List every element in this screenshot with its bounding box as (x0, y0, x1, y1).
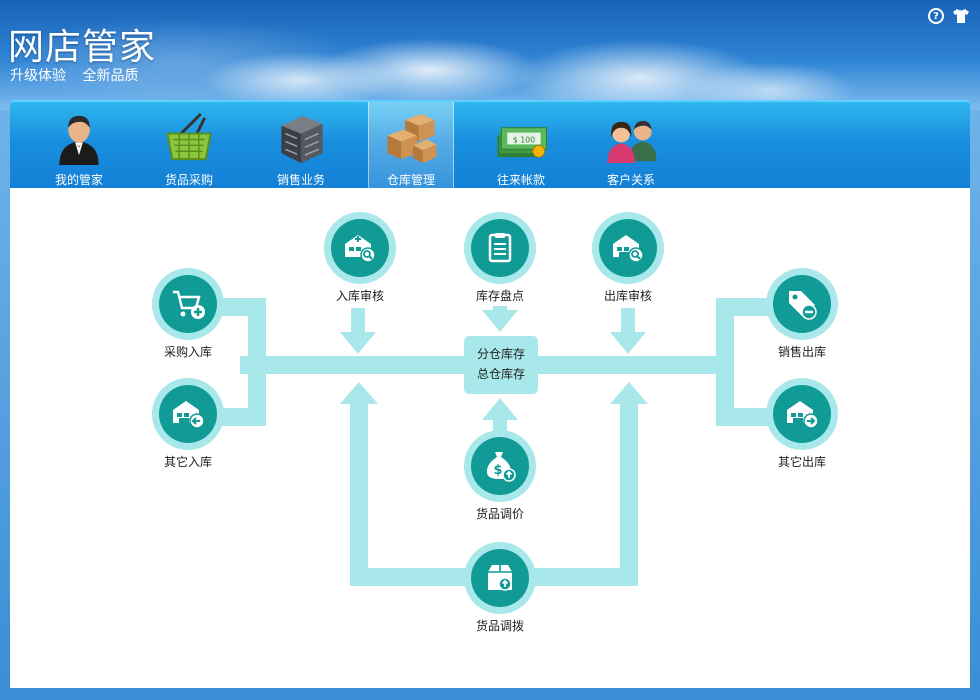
node-in-audit[interactable]: 入库审核 (312, 212, 408, 304)
node-label: 其它出库 (777, 455, 826, 469)
cart-add-icon (173, 290, 205, 319)
main-toolbar: 我的管家 货品采购 销售业务 (10, 100, 970, 188)
boxes-icon (387, 113, 437, 164)
node-price-adjust[interactable]: $ 货品调价 (452, 430, 548, 522)
node-label: 其它入库 (163, 455, 212, 469)
node-stocktake[interactable]: 库存盘点 (452, 212, 548, 304)
inventory-center-box[interactable]: 分仓库存 总仓库存 (464, 336, 538, 394)
customers-icon (607, 120, 657, 164)
tab-my-butler[interactable]: 我的管家 (36, 102, 122, 188)
clipboard-icon (488, 233, 512, 263)
tab-purchase[interactable]: 货品采购 (146, 102, 232, 188)
warehouse-search-icon (345, 235, 376, 263)
tag-remove-icon (789, 291, 817, 320)
branch-inventory-label[interactable]: 分仓库存 (476, 347, 525, 361)
node-transfer[interactable]: 货品调拨 (452, 542, 548, 634)
warehouse-in-icon (173, 401, 205, 429)
box-transfer-icon (488, 565, 512, 591)
node-label: 货品调价 (475, 507, 524, 521)
window-controls: ? (928, 8, 970, 24)
warehouse-out-icon (787, 401, 819, 429)
basket-icon (166, 112, 212, 161)
tab-label: 仓库管理 (386, 173, 435, 187)
node-label: 库存盘点 (475, 289, 524, 303)
subtitle-quality: 全新品质 (82, 68, 139, 84)
node-label: 采购入库 (163, 345, 212, 359)
tab-sales[interactable]: 销售业务 (258, 102, 344, 188)
node-label: 入库审核 (335, 289, 384, 303)
app-title: 网店管家 (8, 27, 157, 68)
server-icon (281, 115, 323, 164)
node-sales-out[interactable]: 销售出库 (754, 268, 850, 360)
tab-label: 我的管家 (54, 173, 103, 187)
svg-text:$ 100: $ 100 (513, 135, 535, 144)
node-label: 出库审核 (603, 289, 652, 303)
money-bag-icon: $ (486, 452, 516, 482)
app-subtitle: 升级体验 全新品质 (10, 65, 150, 85)
warehouse-flow-panel: 分仓库存 总仓库存 采购入库 其它入库 (10, 188, 970, 688)
node-purchase-in[interactable]: 采购入库 (140, 268, 236, 360)
tab-accounts[interactable]: $ 100 往来帐款 (478, 102, 564, 188)
tab-customers[interactable]: 客户关系 (588, 102, 674, 188)
node-other-in[interactable]: 其它入库 (140, 378, 236, 470)
tab-label: 销售业务 (276, 173, 325, 187)
node-label: 货品调拨 (475, 619, 524, 633)
header-background (0, 0, 980, 110)
tab-warehouse[interactable]: 仓库管理 (368, 102, 454, 188)
node-out-audit[interactable]: 出库审核 (580, 212, 676, 304)
subtitle-upgrade: 升级体验 (10, 68, 66, 84)
svg-text:$: $ (493, 463, 502, 478)
tab-label: 往来帐款 (496, 173, 545, 187)
tab-label: 货品采购 (164, 173, 213, 187)
help-icon[interactable]: ? (928, 8, 944, 24)
total-inventory-label[interactable]: 总仓库存 (476, 367, 525, 381)
butler-icon (59, 115, 99, 165)
money-icon: $ 100 (497, 127, 548, 158)
tab-label: 客户关系 (606, 173, 655, 187)
warehouse-search-icon (613, 235, 644, 263)
node-label: 销售出库 (777, 345, 826, 359)
node-other-out[interactable]: 其它出库 (754, 378, 850, 470)
skin-shirt-icon[interactable] (952, 8, 970, 24)
